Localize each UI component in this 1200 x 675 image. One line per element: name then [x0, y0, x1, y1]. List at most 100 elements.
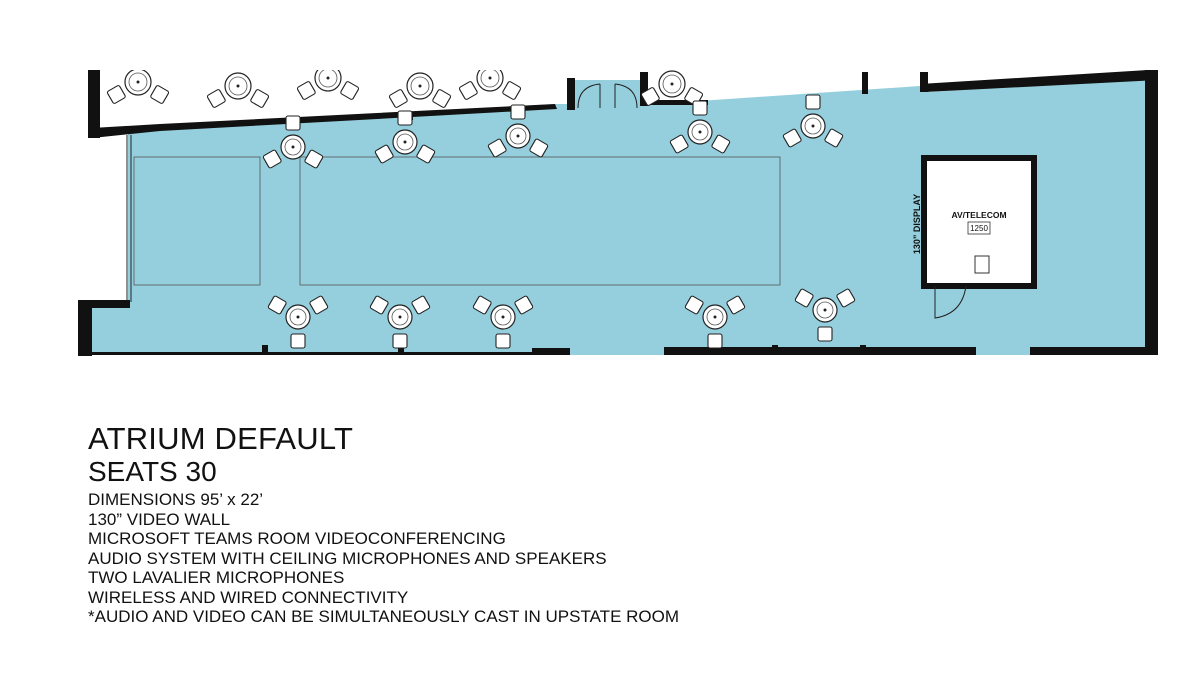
exterior-wall-right	[1145, 70, 1158, 355]
round-table	[476, 70, 504, 92]
table-center	[291, 145, 295, 149]
chair	[458, 81, 478, 100]
chair	[413, 54, 427, 68]
room-info: ATRIUM DEFAULT SEATS 30 DIMENSIONS 95’ x…	[88, 422, 988, 627]
round-table-group	[782, 94, 844, 148]
post	[398, 345, 404, 355]
door-swing	[614, 83, 638, 109]
post	[772, 345, 778, 355]
wall-segment	[567, 78, 575, 110]
door-swing	[577, 83, 601, 109]
tables-layer	[106, 46, 856, 349]
table-edge	[804, 117, 822, 135]
chair	[267, 295, 287, 315]
chair	[707, 333, 723, 349]
display-label: 130” DISPLAY	[912, 194, 922, 254]
chair	[290, 333, 306, 349]
table-center	[501, 315, 505, 319]
floor-plan: AV/TELECOM 1250 130” DISPLAY	[78, 46, 1158, 356]
round-table-group	[640, 70, 704, 106]
chair	[340, 81, 360, 100]
chair	[416, 144, 436, 164]
chair	[131, 50, 145, 64]
chair	[495, 333, 511, 349]
round-table-group	[369, 295, 431, 349]
chair	[502, 81, 522, 100]
table-center	[713, 315, 717, 319]
chair	[309, 295, 329, 315]
round-table-group	[374, 110, 436, 164]
table-edge	[318, 70, 338, 88]
chair	[782, 128, 802, 148]
chair	[296, 81, 316, 100]
table-center	[811, 124, 815, 128]
round-table-group	[669, 100, 731, 154]
chair	[150, 85, 170, 104]
round-table-group	[388, 54, 452, 108]
feature-item: AUDIO SYSTEM WITH CEILING MICROPHONES AN…	[88, 548, 607, 568]
north-wall-right	[920, 70, 1158, 92]
av-telecom-label: AV/TELECOM	[951, 210, 1006, 220]
chair	[369, 295, 389, 315]
feature-item: WIRELESS AND WIRED CONNECTIVITY	[88, 587, 409, 607]
round-table-group	[487, 104, 549, 158]
wall-segment	[640, 72, 648, 106]
round-table-group	[794, 288, 856, 342]
chair	[711, 134, 731, 154]
chair	[206, 89, 226, 108]
table-edge	[816, 301, 834, 319]
room-number: 1250	[970, 224, 988, 233]
feature-item: 130” VIDEO WALL	[88, 509, 231, 529]
table-center	[516, 134, 520, 138]
feature-list: DIMENSIONS 95’ x 22’ 130” VIDEO WALL MIC…	[88, 490, 988, 627]
wall-segment	[648, 100, 708, 105]
table-edge	[128, 72, 148, 92]
table-center	[670, 82, 674, 86]
table-edge	[228, 76, 248, 96]
av-equipment-icon	[974, 255, 990, 274]
post	[262, 345, 268, 355]
room-title: ATRIUM DEFAULT	[88, 421, 354, 456]
chair	[836, 288, 856, 308]
chair	[388, 89, 408, 108]
table-edge	[289, 308, 307, 326]
table-edge	[494, 308, 512, 326]
chair	[514, 295, 534, 315]
chair	[692, 100, 708, 116]
chair	[411, 295, 431, 315]
table-center	[136, 80, 140, 84]
chair	[472, 295, 492, 315]
chair	[285, 115, 301, 131]
chair	[640, 87, 660, 106]
round-table-group	[472, 295, 534, 349]
south-wall	[664, 347, 976, 355]
table-edge	[706, 308, 724, 326]
alcove-wall	[78, 300, 130, 308]
wall-segment	[862, 72, 868, 94]
round-table-group	[684, 295, 746, 349]
table-center	[296, 315, 300, 319]
feature-item: *AUDIO AND VIDEO CAN BE SIMULTANEOUSLY C…	[88, 607, 680, 626]
table-center	[698, 130, 702, 134]
table-center	[326, 76, 330, 80]
chair	[106, 85, 126, 104]
south-wall	[92, 352, 532, 355]
chair	[487, 138, 507, 158]
atrium-floor	[85, 78, 1155, 355]
room-number-box	[967, 221, 991, 235]
table-center	[823, 308, 827, 312]
round-table-group	[262, 115, 324, 169]
table-edge	[396, 133, 414, 151]
chair	[262, 149, 282, 169]
feature-item: TWO LAVALIER MICROPHONES	[88, 568, 345, 587]
chair	[397, 110, 413, 126]
chair	[483, 46, 497, 60]
chair	[794, 288, 814, 308]
table-center	[418, 84, 422, 88]
chair	[432, 89, 452, 108]
table-edge	[662, 74, 682, 94]
chair	[684, 295, 704, 315]
chair	[510, 104, 526, 120]
alcove-floor	[92, 305, 128, 355]
wall-segment	[920, 72, 928, 92]
